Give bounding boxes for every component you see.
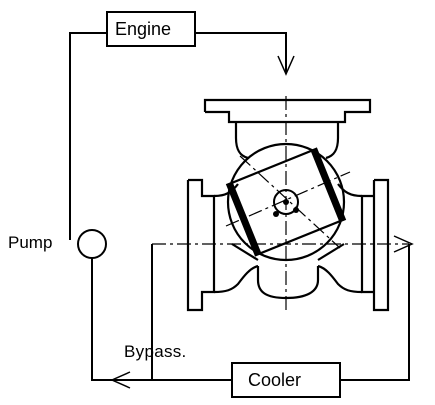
- pipe-pump-to-engine: [69, 32, 107, 240]
- pump-circle: [77, 229, 107, 259]
- cooler-label: Cooler: [248, 370, 302, 390]
- pipe-engine-to-valve: [195, 32, 287, 72]
- valve-rotor: [225, 142, 347, 262]
- arrow-right-outlet: [393, 235, 414, 253]
- valve-body: [186, 98, 390, 312]
- pump-label: Pump: [8, 233, 53, 252]
- engine-box: [106, 11, 196, 47]
- pipe-cooler-to-pump: [91, 258, 232, 381]
- bypass-label: Bypass.: [124, 342, 187, 361]
- engine-label: Engine: [115, 19, 172, 39]
- flow-arrows: [110, 55, 414, 389]
- arrow-into-valve: [277, 55, 295, 76]
- pipe-valve-to-cooler: [340, 244, 410, 381]
- centre-lines: [152, 96, 409, 310]
- arrow-to-pump-return: [110, 371, 131, 389]
- piping: [69, 32, 410, 381]
